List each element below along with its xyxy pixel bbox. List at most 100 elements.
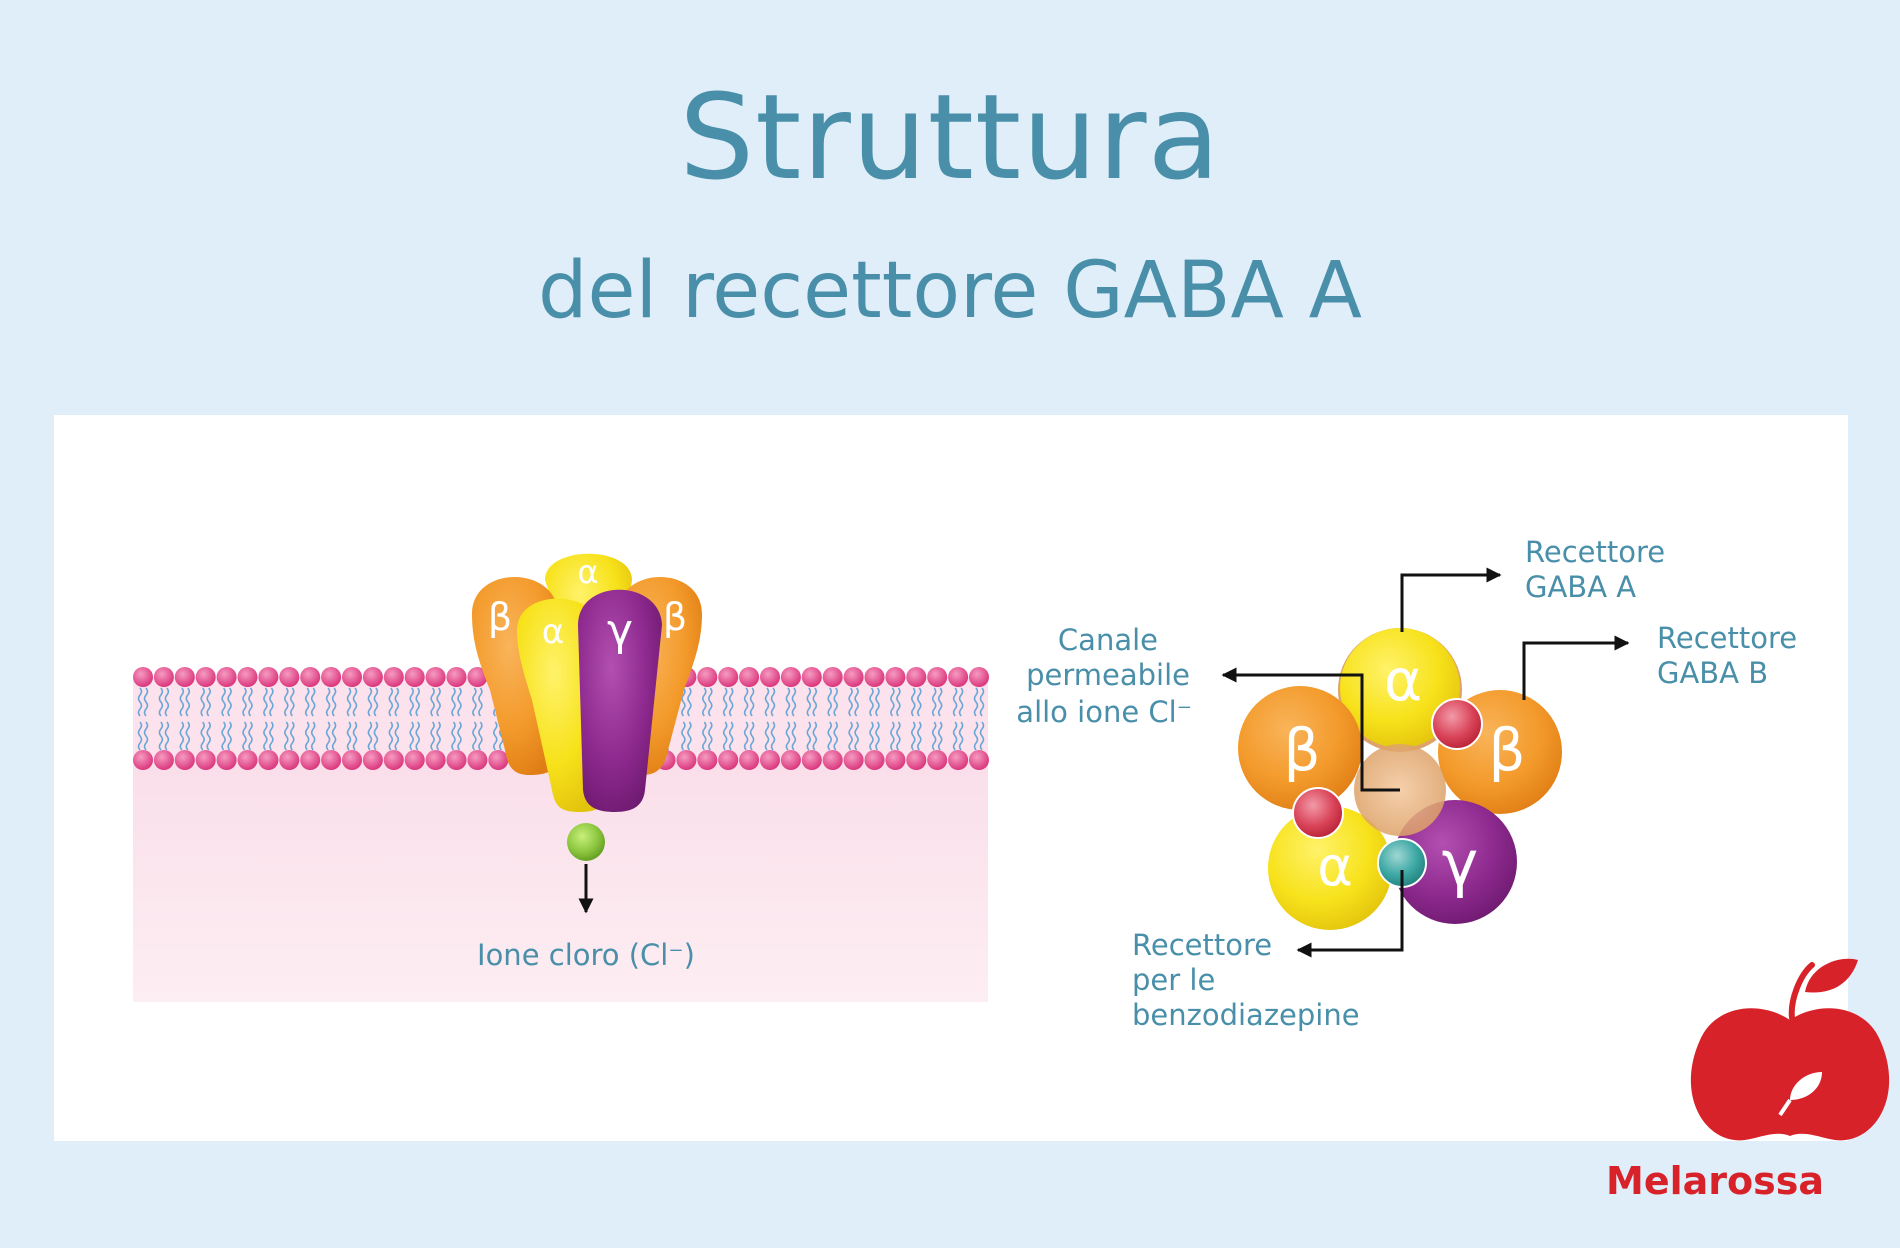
side-gamma <box>578 589 662 812</box>
lipid-head <box>467 667 488 687</box>
lipid-tail <box>415 721 420 751</box>
lipid-tail <box>242 687 247 717</box>
lipid-head <box>342 667 362 687</box>
lipid-tail <box>472 721 477 751</box>
lipid-head <box>467 750 488 770</box>
lipid-head <box>927 667 948 687</box>
lipid-head <box>174 667 195 687</box>
lipid-tail <box>931 721 937 751</box>
label-benzo-line3: benzodiazepine <box>1132 998 1360 1032</box>
lipid-head <box>780 750 801 770</box>
lipid-tail <box>352 721 358 751</box>
lipid-tail <box>848 721 853 751</box>
lipid-tail <box>702 721 707 751</box>
lipid-heads <box>133 667 989 770</box>
lipid-head <box>697 750 718 770</box>
gaba-site-lower <box>1292 787 1344 839</box>
ion-label: Ione cloro (Cl⁻) <box>477 938 695 972</box>
lipid-head <box>969 750 989 770</box>
lipid-head <box>321 667 342 687</box>
label-gaba-a-line2: GABA A <box>1525 570 1636 604</box>
label-channel-line2: permeabile <box>1026 658 1190 692</box>
lipid-head <box>864 750 885 770</box>
lipid-head <box>906 667 927 687</box>
lipid-tail <box>304 687 310 717</box>
lipid-head <box>342 750 362 770</box>
top-beta-right-symbol: β <box>1488 716 1525 784</box>
lipid-tail <box>911 721 916 751</box>
label-benzo-line1: Recettore <box>1132 928 1272 962</box>
leader-benzo <box>1296 870 1404 958</box>
lipid-head <box>383 667 404 687</box>
lipid-tail <box>478 687 483 717</box>
lipid-tail <box>451 687 456 717</box>
lipid-head <box>843 750 864 770</box>
lipid-tail <box>290 687 295 717</box>
leader-gaba-b <box>1522 635 1630 700</box>
lipid-tail <box>137 687 143 717</box>
lipid-tail <box>185 687 191 717</box>
lipid-tail <box>164 721 170 751</box>
lipid-tail <box>472 687 477 717</box>
lipid-tail <box>917 721 922 751</box>
lipid-tail <box>791 687 797 717</box>
lipid-tail <box>430 721 435 751</box>
lipid-tail <box>269 721 274 751</box>
lipid-tail <box>937 687 943 717</box>
lipid-tail <box>200 687 205 717</box>
lipid-tail <box>791 721 797 751</box>
lipid-tail <box>728 721 734 751</box>
lipid-head <box>279 750 300 770</box>
side-receptor: β α α γ β <box>472 553 702 812</box>
lipid-head <box>822 750 843 770</box>
lipid-head <box>216 750 237 770</box>
lipid-tail <box>331 721 337 751</box>
lipid-tail <box>200 721 205 751</box>
lipid-tail <box>827 721 832 751</box>
lipid-tail <box>206 687 211 717</box>
lipid-tail <box>331 687 337 717</box>
lipid-head <box>425 750 446 770</box>
lipid-tail <box>764 687 770 717</box>
lipid-head <box>425 667 446 687</box>
lipid-head <box>822 667 843 687</box>
lipid-head <box>697 667 718 687</box>
lipid-tail <box>827 687 832 717</box>
lipid-head <box>195 667 216 687</box>
lipid-head <box>718 750 739 770</box>
lipid-head <box>446 667 467 687</box>
lipid-tail <box>764 721 770 751</box>
lipid-head <box>133 667 153 687</box>
lipid-tail <box>687 721 692 751</box>
lipid-tail <box>952 687 958 717</box>
lipid-tail <box>451 721 456 751</box>
lipid-tail <box>304 721 310 751</box>
lipid-head <box>362 750 383 770</box>
side-beta-right-symbol: β <box>663 595 687 639</box>
lipid-tail <box>708 687 713 717</box>
lipid-tail <box>367 721 373 751</box>
lipid-tail <box>493 721 498 751</box>
lipid-tail <box>979 721 985 751</box>
lipid-tail <box>917 687 922 717</box>
lipid-tail <box>352 687 358 717</box>
top-alpha-lower-symbol: α <box>1317 835 1353 898</box>
leader-lines <box>1221 567 1630 958</box>
lipid-tail <box>890 687 895 717</box>
top-gamma-symbol: γ <box>1442 827 1479 900</box>
lipid-head <box>153 667 174 687</box>
side-alpha-back-symbol: α <box>577 553 598 591</box>
lipid-head <box>676 750 697 770</box>
lipid-head <box>216 667 237 687</box>
lipid-head <box>760 750 780 770</box>
lipid-tail <box>958 721 964 751</box>
lipid-tail <box>973 687 979 717</box>
top-beta-left-symbol: β <box>1283 716 1320 784</box>
label-benzo-line2: per le <box>1132 963 1215 997</box>
side-beta-left-symbol: β <box>488 595 512 639</box>
lipid-tail <box>952 721 958 751</box>
lipid-tail <box>164 687 170 717</box>
lipid-head <box>300 750 321 770</box>
brand-name: Melarossa <box>1606 1159 1824 1203</box>
